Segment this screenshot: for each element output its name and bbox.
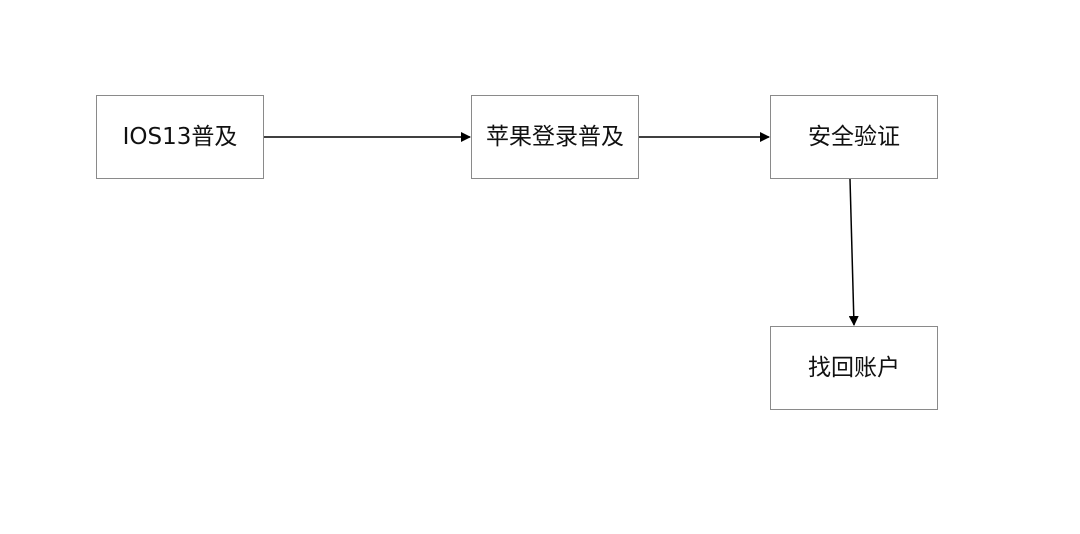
edge-security-to-recover xyxy=(848,178,859,326)
node-recover-label: 找回账户 xyxy=(808,355,900,381)
node-ios13-label: IOS13普及 xyxy=(122,124,238,150)
node-ios13-adoption[interactable]: IOS13普及 xyxy=(96,95,264,179)
node-security-label: 安全验证 xyxy=(808,124,900,150)
node-apple-login-adoption[interactable]: 苹果登录普及 xyxy=(471,95,639,179)
node-apple-login-label: 苹果登录普及 xyxy=(486,124,624,150)
node-security-verification[interactable]: 安全验证 xyxy=(770,95,938,179)
node-recover-account[interactable]: 找回账户 xyxy=(770,326,938,410)
